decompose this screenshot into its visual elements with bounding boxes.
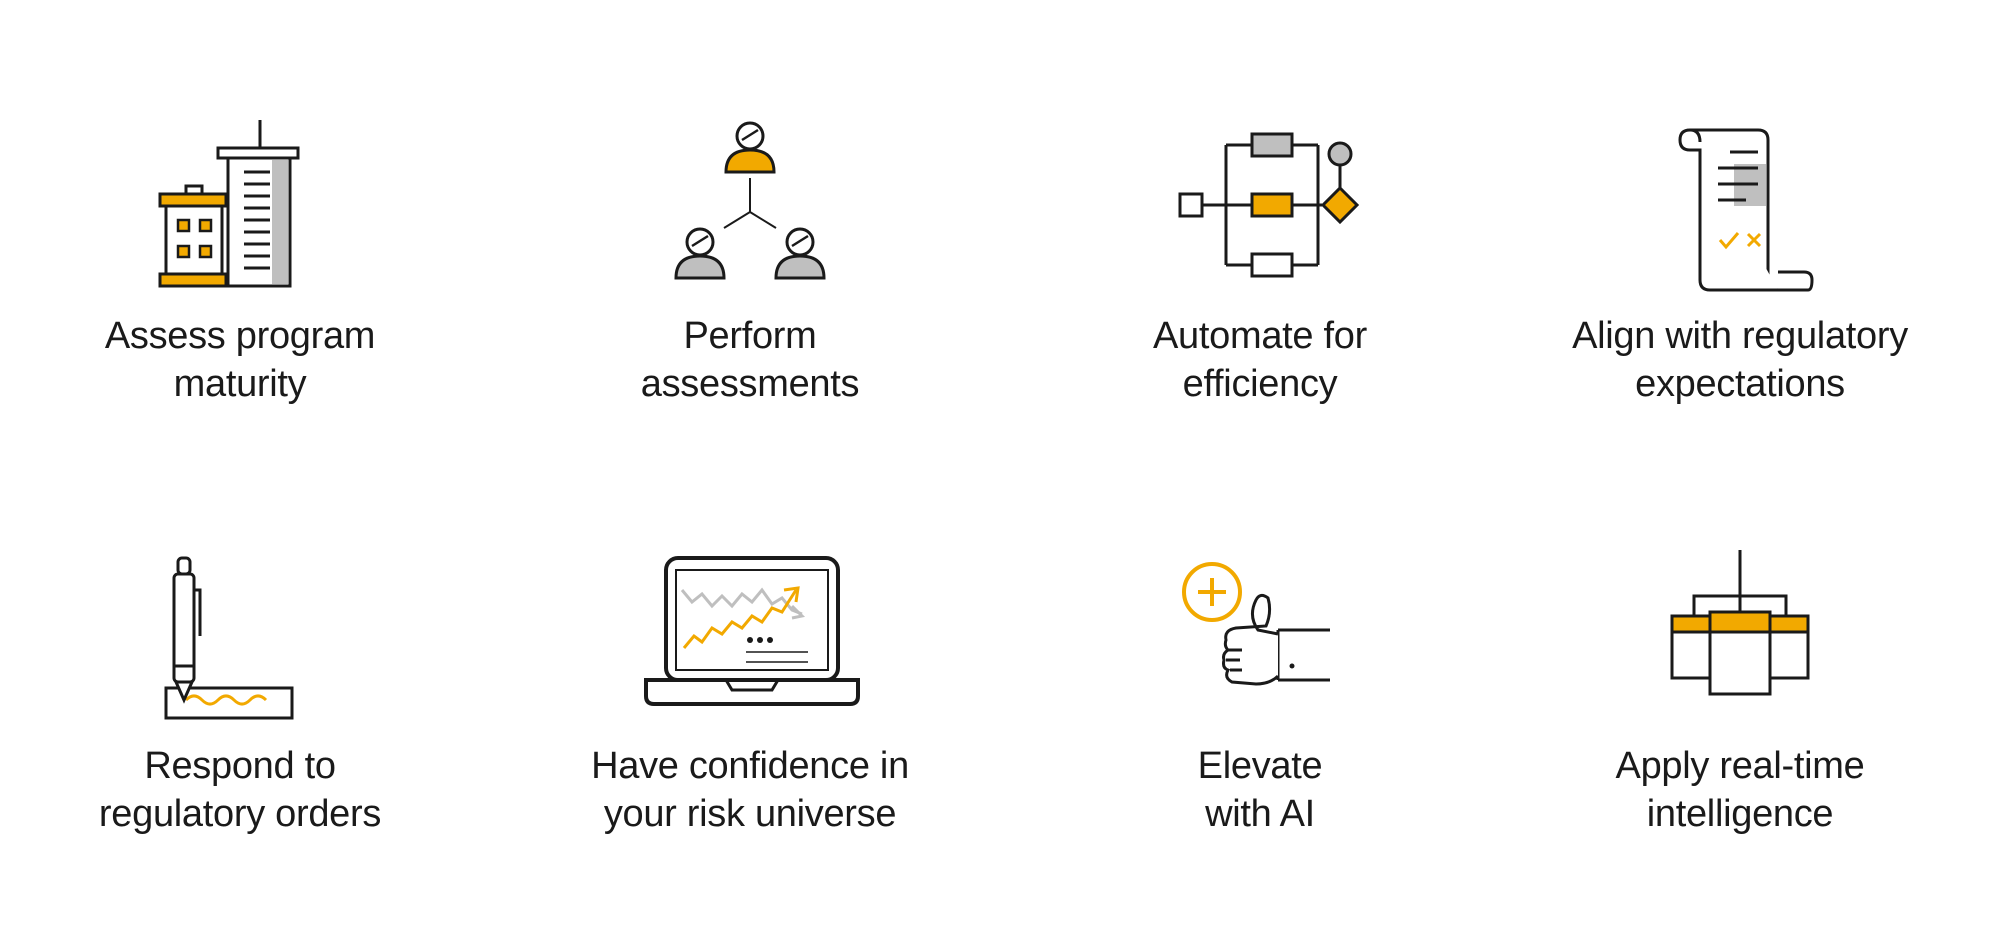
- label-line: Assess program: [104, 315, 376, 357]
- hierarchy-cards-icon: [1660, 550, 1820, 730]
- pen-signature-icon: [160, 550, 320, 730]
- label-line: with AI: [1205, 793, 1315, 835]
- feature-item-respond: Respond to regulatory orders: [0, 550, 490, 880]
- feature-item-automate: Automate for efficiency: [1010, 120, 1510, 450]
- document-scroll-icon: [1660, 120, 1820, 300]
- feature-label: Align with regulatory expectations: [1490, 312, 1990, 408]
- label-line: regulatory orders: [98, 793, 382, 835]
- feature-item-confidence: Have confidence in your risk universe: [500, 550, 1000, 880]
- label-line: Align with regulatory: [1572, 315, 1908, 357]
- feature-label: Assess program maturity: [0, 312, 490, 408]
- label-line: your risk universe: [603, 793, 897, 835]
- label-line: efficiency: [1182, 363, 1338, 405]
- feature-item-elevate: Elevate with AI: [1010, 550, 1510, 880]
- building-icon: [158, 120, 320, 300]
- label-line: intelligence: [1646, 793, 1834, 835]
- label-line: assessments: [640, 363, 860, 405]
- thumbs-up-plus-icon: [1180, 550, 1340, 730]
- feature-label: Apply real-time intelligence: [1490, 742, 1990, 838]
- feature-label: Respond to regulatory orders: [0, 742, 490, 838]
- label-line: Elevate: [1197, 745, 1323, 787]
- label-line: expectations: [1635, 363, 1845, 405]
- label-line: Perform: [683, 315, 817, 357]
- feature-label: Perform assessments: [500, 312, 1000, 408]
- feature-label: Elevate with AI: [1010, 742, 1510, 838]
- feature-item-assess: Assess program maturity: [0, 120, 490, 450]
- label-line: Respond to: [144, 745, 336, 787]
- feature-item-apply: Apply real-time intelligence: [1490, 550, 1990, 880]
- label-line: Automate for: [1153, 315, 1367, 357]
- feature-label: Automate for efficiency: [1010, 312, 1510, 408]
- feature-label: Have confidence in your risk universe: [500, 742, 1000, 838]
- workflow-diagram-icon: [1178, 120, 1360, 300]
- feature-item-align: Align with regulatory expectations: [1490, 120, 1990, 450]
- label-line: maturity: [173, 363, 307, 405]
- people-network-icon: [670, 120, 830, 300]
- label-line: Have confidence in: [591, 745, 909, 787]
- label-line: Apply real-time: [1615, 745, 1865, 787]
- laptop-chart-icon: [644, 550, 860, 730]
- feature-item-perform: Perform assessments: [500, 120, 1000, 450]
